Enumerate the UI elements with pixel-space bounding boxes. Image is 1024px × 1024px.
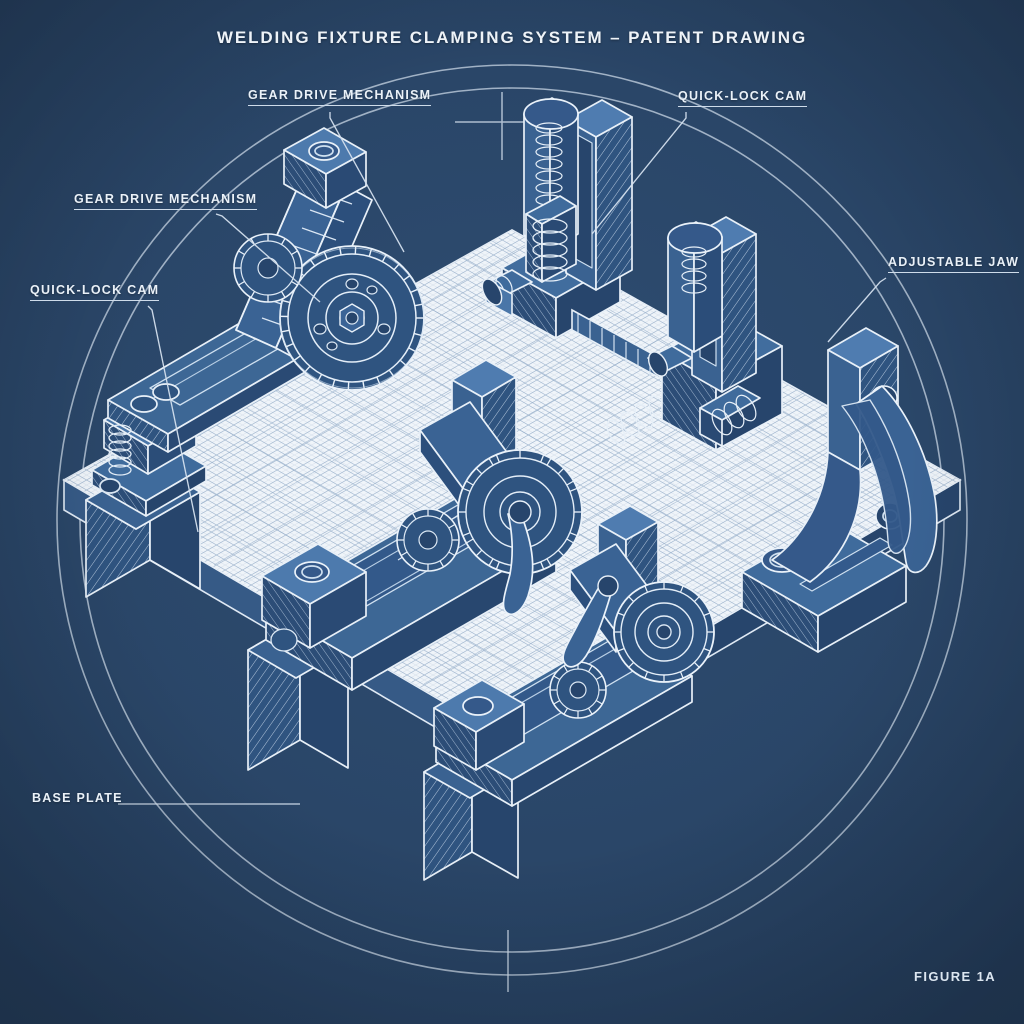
callout-label-gear-drive-top: GEAR DRIVE MECHANISM (248, 88, 432, 106)
callout-label-adjustable-jaw: ADJUSTABLE JAW (888, 255, 1020, 273)
figure-caption: FIGURE 1A (914, 969, 996, 984)
pinion-rear-left (233, 233, 303, 303)
pinion-front (549, 661, 607, 719)
gear-large-front (613, 581, 715, 683)
page-title: WELDING FIXTURE CLAMPING SYSTEM – PATENT… (216, 28, 808, 47)
callout-label-base-plate: BASE PLATE (32, 791, 123, 805)
pinion-center (396, 508, 460, 572)
callout-label-quick-lock-left: QUICK-LOCK CAM (30, 283, 160, 301)
callout-label-gear-drive-left: GEAR DRIVE MECHANISM (74, 192, 258, 210)
callout-label-quick-lock-top: QUICK-LOCK CAM (678, 89, 808, 107)
